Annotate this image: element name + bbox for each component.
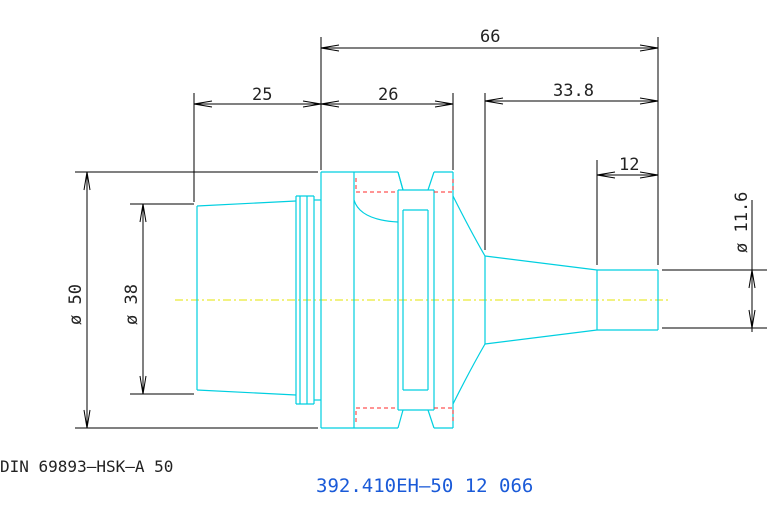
taper-length-label: 25 bbox=[252, 85, 272, 105]
tip-length-label: 12 bbox=[619, 155, 639, 175]
dimension-nose-length: 33.8 bbox=[484, 81, 659, 105]
hidden-lines bbox=[355, 178, 454, 422]
flange-length-label: 26 bbox=[378, 85, 398, 105]
extension-lines bbox=[75, 37, 767, 429]
flange-diameter-label: ø 50 bbox=[66, 284, 86, 325]
nose-length-label: 33.8 bbox=[553, 81, 594, 101]
standard-label: DIN 69893–HSK–A 50 bbox=[0, 457, 173, 476]
nose-cone bbox=[452, 195, 659, 405]
dimension-tip-diameter: ø 11.6 bbox=[732, 192, 756, 332]
dimension-taper-diameter: ø 38 bbox=[122, 203, 147, 395]
tool-holder-outline bbox=[196, 171, 659, 429]
dimension-overall-length: 66 bbox=[320, 27, 659, 52]
dimension-flange-diameter: ø 50 bbox=[66, 171, 91, 429]
flange bbox=[320, 171, 454, 429]
dimension-tip-length: 12 bbox=[596, 155, 659, 179]
overall-length-label: 66 bbox=[480, 27, 500, 47]
part-number-label: 392.410EH–50 12 066 bbox=[316, 475, 533, 497]
hsk-taper-shank bbox=[196, 195, 321, 405]
dimension-taper-length: 25 bbox=[193, 85, 322, 108]
dimension-flange-length: 26 bbox=[320, 85, 454, 108]
taper-diameter-label: ø 38 bbox=[122, 284, 142, 325]
tip-diameter-label: ø 11.6 bbox=[732, 192, 752, 253]
